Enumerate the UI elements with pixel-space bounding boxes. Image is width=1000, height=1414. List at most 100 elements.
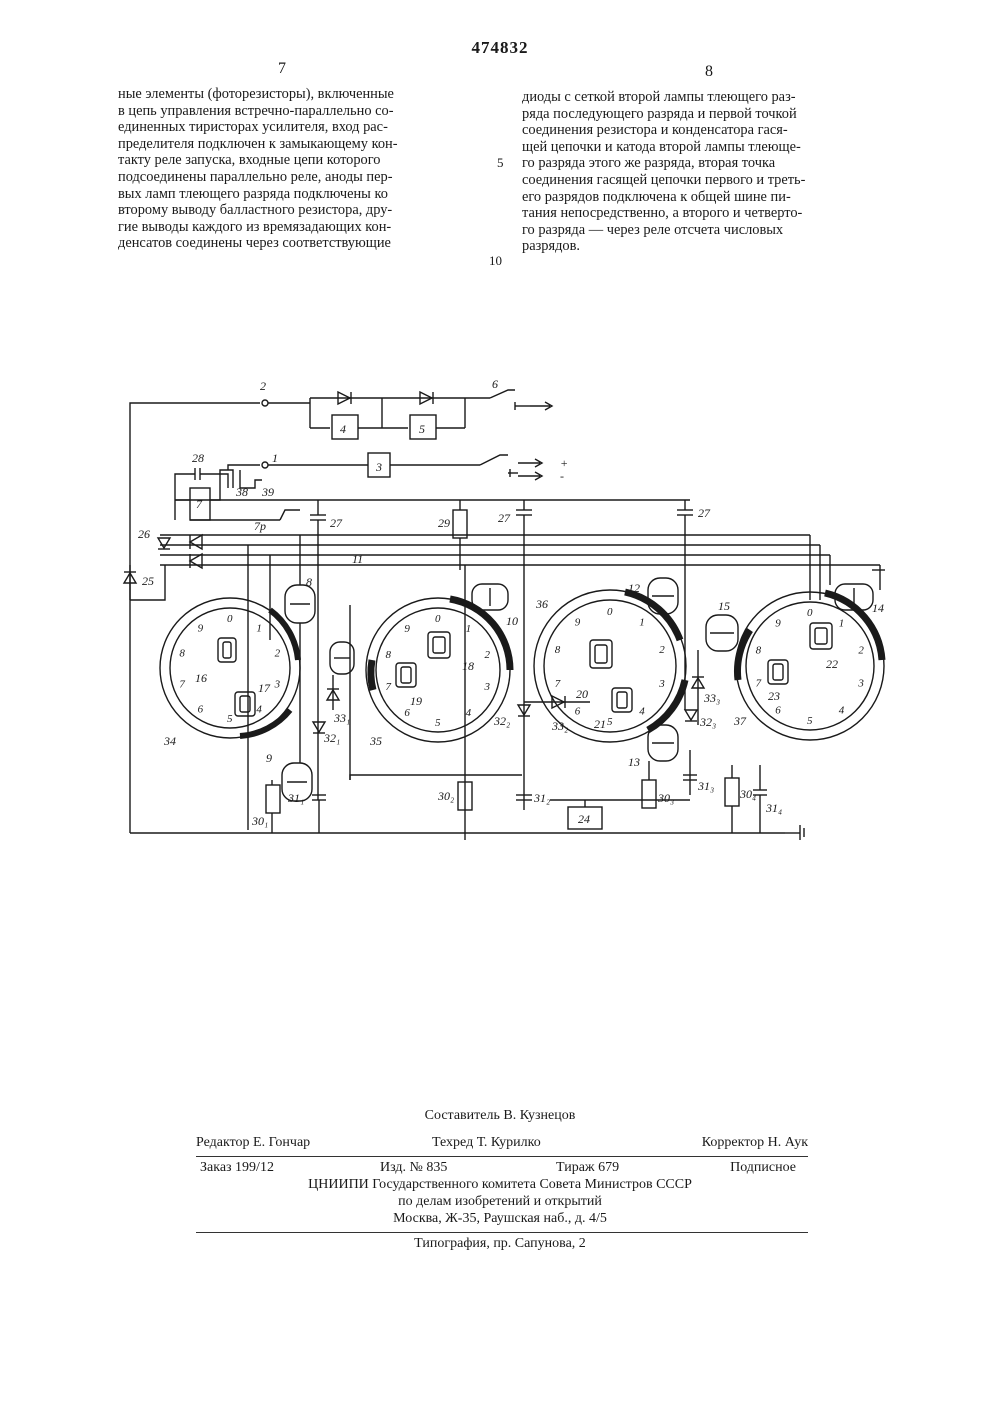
text-line: подсоединены параллельно реле, аноды пер… [118,169,476,186]
dial-digit: 1 [466,623,472,635]
label: 35 [369,734,382,748]
label: 10 [506,614,518,628]
label: 11 [352,552,363,566]
label: 5 [419,422,425,436]
column-number-left: 7 [278,60,286,78]
label: - [560,469,564,483]
text-line: соединения гасящей цепочки первого и тре… [522,172,907,189]
dial-digit: 3 [484,681,491,693]
dial-digit: 2 [858,644,864,656]
circuit-diagram: 2 1 3 4 5 6 + - 28 7 38 39 7р 27 29 27 2… [120,370,900,850]
dial-digit: 9 [198,623,204,635]
dial-digit: 2 [275,648,281,660]
label: 16 [195,671,207,685]
text-column-right: диоды с сеткой второй лампы тлеющего раз… [522,89,907,255]
line-number-5: 5 [497,155,504,171]
text-line: соединения резистора и конденсатора гася… [522,122,907,139]
dial-digit: 9 [775,617,781,629]
label: 14 [872,601,884,615]
dial-digit: 0 [607,606,613,618]
dial-digit: 3 [857,678,864,690]
dial-digit: 5 [807,715,813,727]
label: 37 [733,714,747,728]
corrector: Корректор Н. Аук [702,1135,808,1151]
text-line: ные элементы (фоторезисторы), включенные [118,86,476,103]
label: 32₁ [323,731,340,745]
label: 23 [768,689,780,703]
label: 3 [375,460,382,474]
dial-digit: 1 [256,623,262,635]
label: 31₁ [287,791,304,805]
label: 9 [266,751,272,765]
label: 13 [628,755,640,769]
label: 39 [261,485,274,499]
text-line: единенных тиристорах усилителя, вход рас… [118,119,476,136]
text-line: щей цепочки и катода второй лампы тлеюще… [522,139,907,156]
text-line: второму выводу балластного резистора, др… [118,202,476,219]
text-line: денсатов соединены через соответствующие [118,235,476,252]
composer: Составитель В. Кузнецов [0,1108,1000,1124]
dial-digit: 6 [198,704,204,716]
dial-digit: 3 [658,678,665,690]
label: 38 [235,485,248,499]
label: 1 [272,451,278,465]
label: 27 [498,511,511,525]
dial-digit: 2 [659,644,665,656]
dial-digit: 4 [639,706,645,718]
izd: Изд. № 835 [380,1160,447,1176]
dial-digit: 2 [485,649,491,661]
dial-digit: 4 [466,707,472,719]
label: 15 [718,599,730,613]
label: 34 [163,734,176,748]
label: 33₂ [551,719,568,733]
label: 32₃ [699,715,716,729]
tirazh: Тираж 679 [556,1160,619,1176]
dial-digit: 0 [807,607,813,619]
dial-digit: 1 [639,617,645,629]
text-line: в цепь управления встречно-параллельно с… [118,103,476,120]
text-line: его разрядов подключена к общей шине пи- [522,189,907,206]
label: 6 [492,377,498,391]
label: 28 [192,451,204,465]
text-line: такту реле запуска, входные цепи которог… [118,152,476,169]
dial-digit: 7 [756,678,762,690]
label: 27 [698,506,711,520]
label: 22 [826,657,838,671]
dial-digit: 7 [555,678,561,690]
label: 12 [628,581,640,595]
line-number-10: 10 [489,253,502,269]
divider [196,1232,808,1233]
label: 19 [410,694,422,708]
dial-digit: 8 [756,644,762,656]
dial-digit: 4 [839,705,845,717]
label: 33₁ [333,711,350,725]
text-line: пределителя подключен к замыкающему кон- [118,136,476,153]
label: 30₄ [739,787,756,801]
organization: ЦНИИПИ Государственного комитета Совета … [0,1177,1000,1193]
label: 31₄ [765,801,782,815]
label: 2 [260,379,266,393]
column-number-right: 8 [705,63,713,81]
label: 31₂ [533,791,550,805]
label: 33₃ [703,691,720,705]
top-wiring [130,390,880,810]
organization-sub: по делам изобретений и открытий [0,1194,1000,1210]
dial-digit: 5 [607,716,613,728]
text-line: гие выводы каждого из времязадающих кон- [118,219,476,236]
dial-digit: 5 [227,713,233,725]
dial-digit: 7 [386,681,392,693]
typography: Типография, пр. Сапунова, 2 [0,1236,1000,1252]
label: 31₃ [697,779,714,793]
text-line: го разряда — через реле отсчета числовых [522,222,907,239]
podpisnoe: Подписное [730,1160,796,1176]
label: 8 [306,575,312,589]
text-line: разрядов. [522,238,907,255]
text-line: вых ламп тлеющего разряда подключены ко [118,186,476,203]
label: 27 [330,516,343,530]
dial-digit: 9 [575,617,581,629]
label: 21 [594,717,606,731]
label: 36 [535,597,548,611]
techred: Техред Т. Курилко [432,1135,541,1151]
label: 30₃ [657,791,674,805]
text-line: диоды с сеткой второй лампы тлеющего раз… [522,89,907,106]
